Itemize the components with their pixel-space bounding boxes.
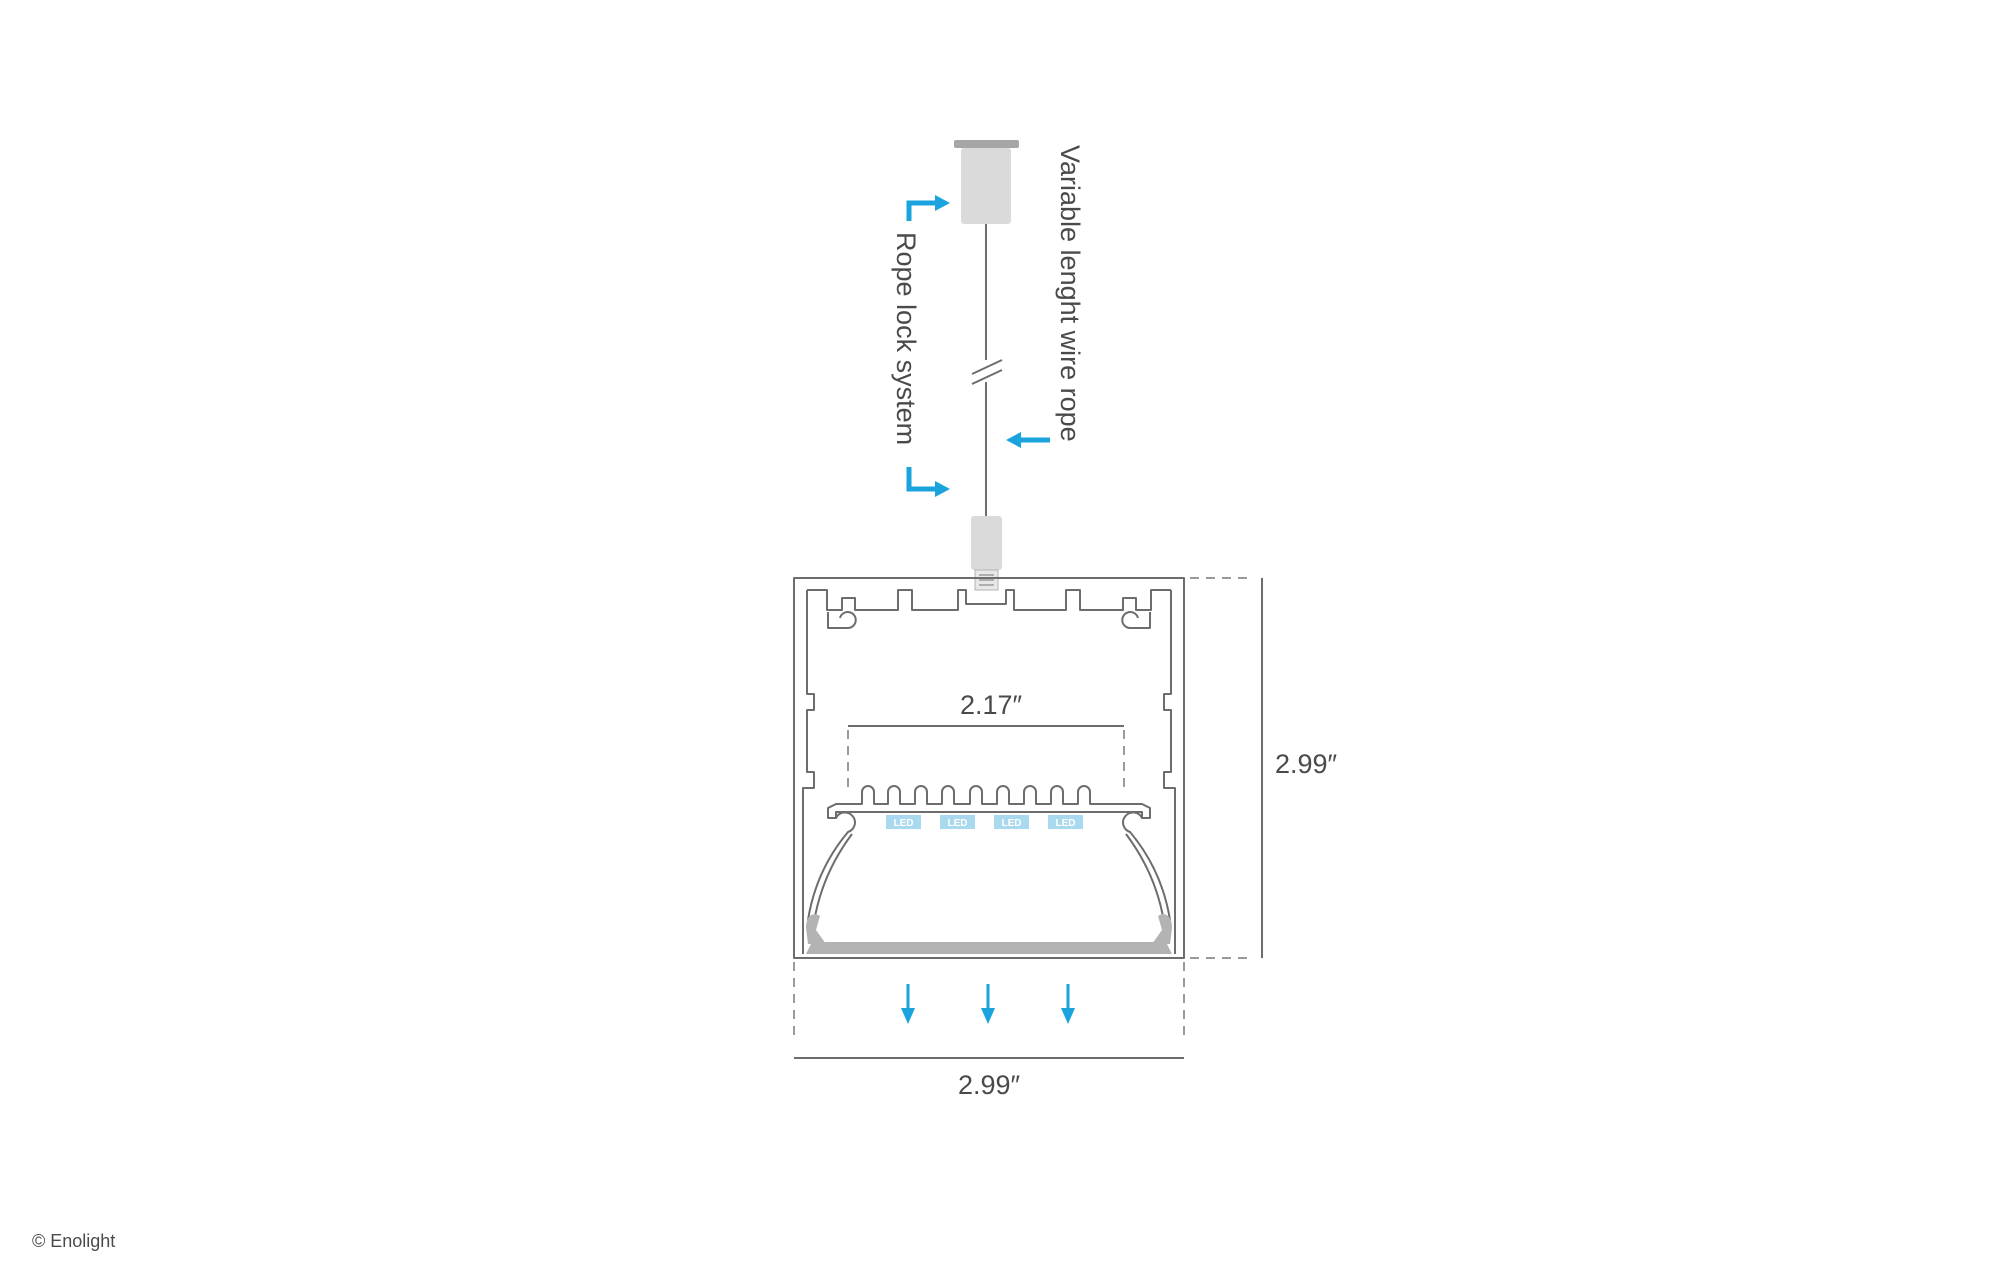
width-dimension: 2.99″ bbox=[793, 962, 1185, 1100]
wire-rope-pointer-arrow bbox=[1006, 432, 1050, 448]
light-arrow bbox=[1061, 984, 1075, 1024]
light-arrow bbox=[901, 984, 915, 1024]
svg-text:LED: LED bbox=[948, 818, 968, 829]
led-chip: LED bbox=[940, 815, 975, 829]
copyright-text: © Enolight bbox=[32, 1231, 115, 1251]
rope-lock-top-bracket bbox=[906, 195, 950, 221]
profile-left-hook bbox=[827, 611, 857, 629]
aluminium-profile bbox=[793, 577, 1185, 959]
reflector-right-arm-inner bbox=[1125, 833, 1165, 923]
rope-lock-bottom-bracket bbox=[906, 467, 950, 497]
profile-outer-wall bbox=[793, 577, 1185, 959]
rope-lock-gripper bbox=[971, 516, 1002, 591]
ceiling-canopy bbox=[954, 140, 1019, 224]
reflector-left-arm bbox=[807, 811, 856, 921]
svg-text:LED: LED bbox=[894, 818, 914, 829]
svg-text:LED: LED bbox=[1002, 818, 1022, 829]
svg-text:LED: LED bbox=[1056, 818, 1076, 829]
led-chip: LED bbox=[1048, 815, 1083, 829]
inner-width-dimension: 2.17″ bbox=[847, 690, 1125, 792]
break-symbol bbox=[971, 359, 1003, 385]
profile-right-hook bbox=[1121, 611, 1151, 629]
height-label: 2.99″ bbox=[1275, 749, 1338, 779]
height-dimension: 2.99″ bbox=[1190, 577, 1338, 959]
light-arrow bbox=[981, 984, 995, 1024]
wire-rope bbox=[971, 224, 1003, 516]
wire-rope-label: Variable lenght wire rope bbox=[1055, 145, 1085, 442]
diffuser bbox=[806, 914, 1172, 954]
light-output-arrows bbox=[901, 984, 1075, 1024]
profile-top-channel bbox=[807, 589, 1171, 611]
heatsink-board bbox=[827, 785, 1151, 819]
led-chips: LED LED LED LED bbox=[886, 815, 1083, 829]
profile-right-inner-wall bbox=[1163, 590, 1176, 954]
diffuser-left-clip bbox=[806, 914, 826, 944]
rope-lock-label: Rope lock system bbox=[891, 232, 921, 445]
profile-left-inner-wall bbox=[802, 590, 815, 954]
led-chip: LED bbox=[994, 815, 1029, 829]
inner-width-label: 2.17″ bbox=[960, 690, 1023, 720]
reflector-right-arm bbox=[1122, 811, 1171, 921]
led-chip: LED bbox=[886, 815, 921, 829]
reflector-left-arm-inner bbox=[813, 833, 853, 923]
diffuser-right-clip bbox=[1152, 914, 1172, 944]
width-label: 2.99″ bbox=[958, 1070, 1021, 1100]
